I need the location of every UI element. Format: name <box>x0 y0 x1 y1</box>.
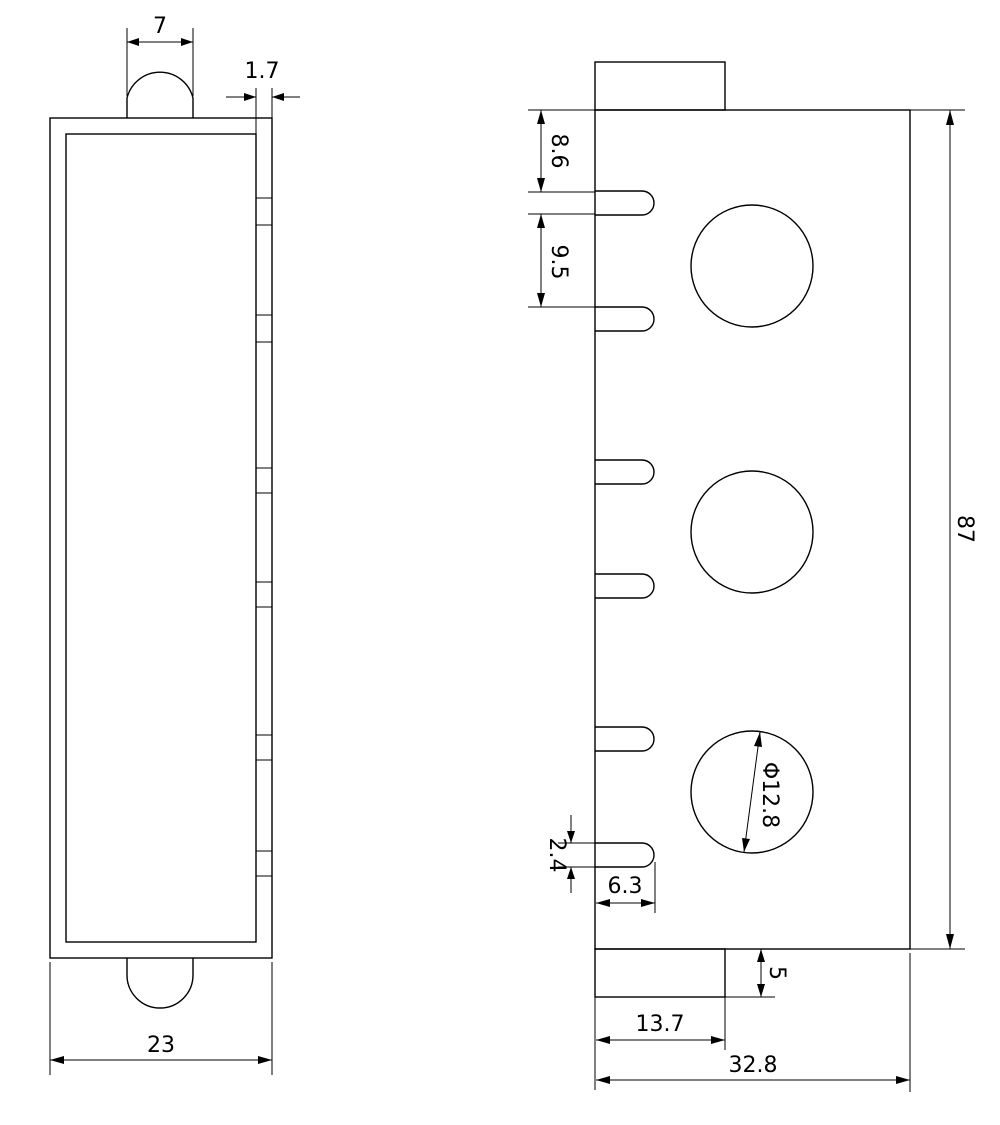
dim-label: 13.7 <box>636 1012 685 1037</box>
dim-label: Φ12.8 <box>757 762 782 828</box>
dim-label: 87 <box>952 515 977 543</box>
dim-left-top-gap: 1.7 <box>226 59 300 134</box>
dim-label: 32.8 <box>729 1053 778 1078</box>
slot <box>595 459 655 485</box>
slot <box>595 190 655 216</box>
hole <box>690 204 814 328</box>
dim-right-slot-offset: 8.6 <box>528 109 595 193</box>
dim-label: 5 <box>764 966 789 980</box>
slot <box>595 573 655 599</box>
right-main-body <box>594 109 911 950</box>
dim-left-top-width: 7 <box>126 14 194 96</box>
dim-label: 2.4 <box>544 838 569 873</box>
dim-label: 8.6 <box>546 134 571 169</box>
slot <box>595 306 655 332</box>
slot <box>595 726 655 752</box>
dim-label: 23 <box>147 1033 175 1058</box>
right-slots <box>595 190 655 868</box>
right-bottom-tab <box>594 948 726 998</box>
left-view: 7 1.7 23 <box>49 14 300 1075</box>
dim-hole-diameter: Φ12.8 <box>742 731 782 853</box>
left-top-tab <box>126 71 194 118</box>
dim-tab-width: 13.7 <box>594 997 726 1090</box>
left-bottom-tab <box>126 958 194 1009</box>
dim-label: 7 <box>153 14 167 39</box>
left-outer-frame <box>49 117 273 959</box>
left-side-notches <box>256 197 272 877</box>
dim-label: 1.7 <box>245 59 280 84</box>
dim-right-height: 87 <box>910 109 977 950</box>
dim-slot-width: 2.4 <box>544 815 595 893</box>
dim-left-width: 23 <box>49 962 273 1075</box>
dim-label: 9.5 <box>546 245 571 280</box>
slot <box>595 842 655 868</box>
right-view: 8.6 9.5 87 Φ12.8 <box>528 61 977 1092</box>
dim-tab-height: 5 <box>725 948 789 998</box>
hole <box>690 730 814 854</box>
hole <box>690 470 814 594</box>
left-inner-frame <box>65 133 257 943</box>
right-top-tab <box>594 61 726 111</box>
dim-slot-length: 6.3 <box>596 862 656 913</box>
dim-right-slot-pitch: 9.5 <box>528 213 595 308</box>
dim-label: 6.3 <box>608 874 643 899</box>
dim-total-width: 32.8 <box>596 953 911 1092</box>
